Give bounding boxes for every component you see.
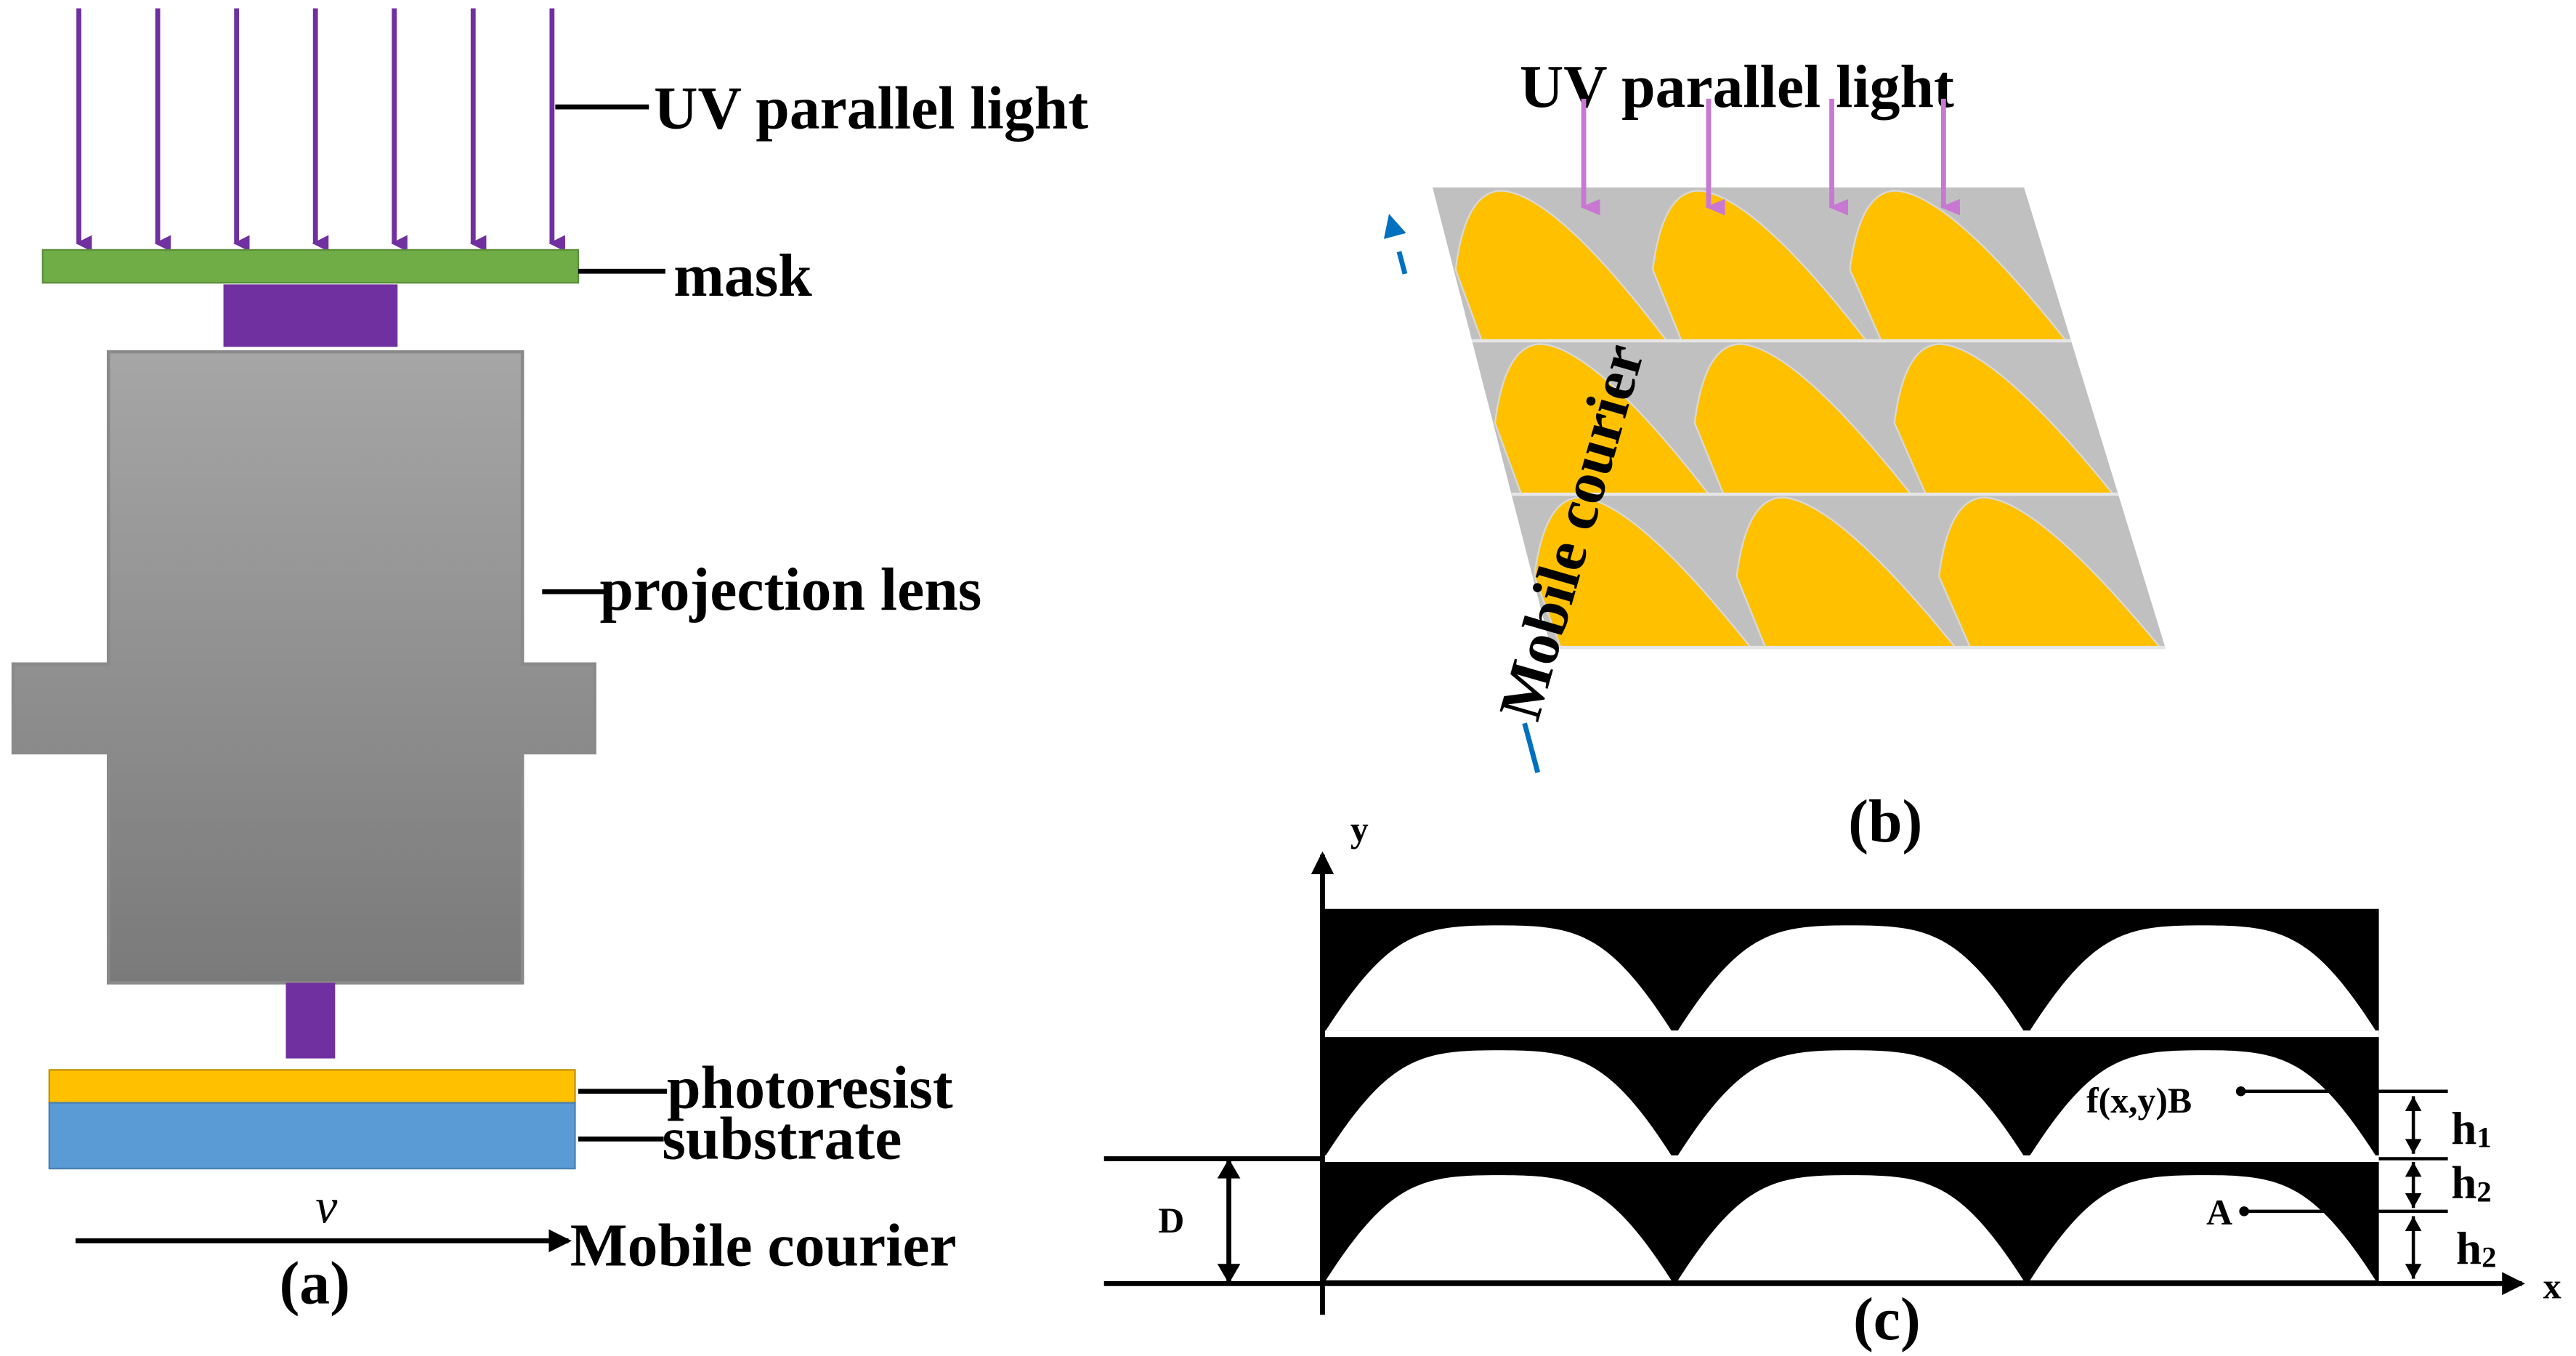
half-lens-shape <box>1893 343 2115 496</box>
uv-label-b: UV parallel light <box>1520 53 1954 121</box>
h2-label: h2 <box>2451 1158 2492 1208</box>
lens-profile-arch <box>1677 1050 2024 1155</box>
x-axis-label: x <box>2543 1267 2561 1307</box>
photoresist <box>48 1069 576 1104</box>
lens-profile-arch <box>1677 925 2024 1031</box>
h1-label: h1 <box>2451 1103 2492 1154</box>
h1-dimension <box>2405 1096 2422 1154</box>
panel-a: UV parallel light mask projection lens p… <box>11 8 1088 1317</box>
projection-lens <box>11 350 596 985</box>
lens-profile-arch <box>1326 1175 1672 1280</box>
panel-b: UV parallel light Mobile courier (b) <box>1383 53 2166 855</box>
point-a-label: A <box>2206 1192 2232 1232</box>
direction-label-a: Mobile courier <box>570 1211 957 1279</box>
mask <box>41 249 580 284</box>
row-gap <box>1322 1155 2379 1163</box>
lens-profile-arch <box>1326 1050 1672 1155</box>
mask-label: mask <box>673 242 812 310</box>
substrate-label: substrate <box>662 1105 902 1172</box>
mobile-direction-tail-b <box>1522 722 1541 773</box>
panel-c: y x D f(x,y)B A h1 h2 h2 (c) <box>1103 810 2561 1353</box>
half-lens-shape <box>1937 496 2163 649</box>
half-lens-shape <box>1454 190 1669 342</box>
velocity-label: v <box>315 1179 338 1234</box>
substrate <box>48 1102 576 1170</box>
half-lens-shape <box>1849 190 2068 342</box>
uv-label-a: UV parallel light <box>654 75 1088 142</box>
half-lens-shape <box>1693 343 1913 496</box>
lens-profile-arch <box>2030 1175 2376 1280</box>
point-b-label: f(x,y)B <box>2086 1081 2192 1121</box>
half-lens-shape <box>1534 496 1753 649</box>
row-gap <box>1322 1030 2379 1038</box>
profile-array-c <box>1322 908 2379 1284</box>
lens-profile-arch <box>2030 1050 2376 1155</box>
half-lens-shape <box>1494 343 1711 496</box>
y-axis-label: y <box>1350 810 1369 849</box>
lens-label: projection lens <box>599 556 981 623</box>
caption-c: (c) <box>1853 1286 1921 1353</box>
photoresist-label: photoresist <box>667 1054 953 1121</box>
lens-profile-arch <box>1326 925 1672 1031</box>
caption-b: (b) <box>1848 788 1922 855</box>
uv-light-arrows-b <box>1580 98 1960 216</box>
lens-profile-arch <box>1677 1175 2024 1280</box>
h2b-label: h2 <box>2456 1223 2497 1274</box>
caption-a: (a) <box>279 1249 350 1317</box>
uv-light-arrows-a <box>76 8 565 252</box>
h2-dimension <box>2405 1162 2422 1208</box>
lens-holder-top <box>223 284 398 347</box>
lens-profile-arch <box>2030 925 2376 1031</box>
microlens-array-b <box>1454 190 2166 650</box>
h2b-dimension <box>2405 1216 2422 1279</box>
lens-holder-bottom <box>285 982 336 1059</box>
d-label: D <box>1158 1200 1184 1240</box>
half-lens-shape <box>1735 496 1958 649</box>
